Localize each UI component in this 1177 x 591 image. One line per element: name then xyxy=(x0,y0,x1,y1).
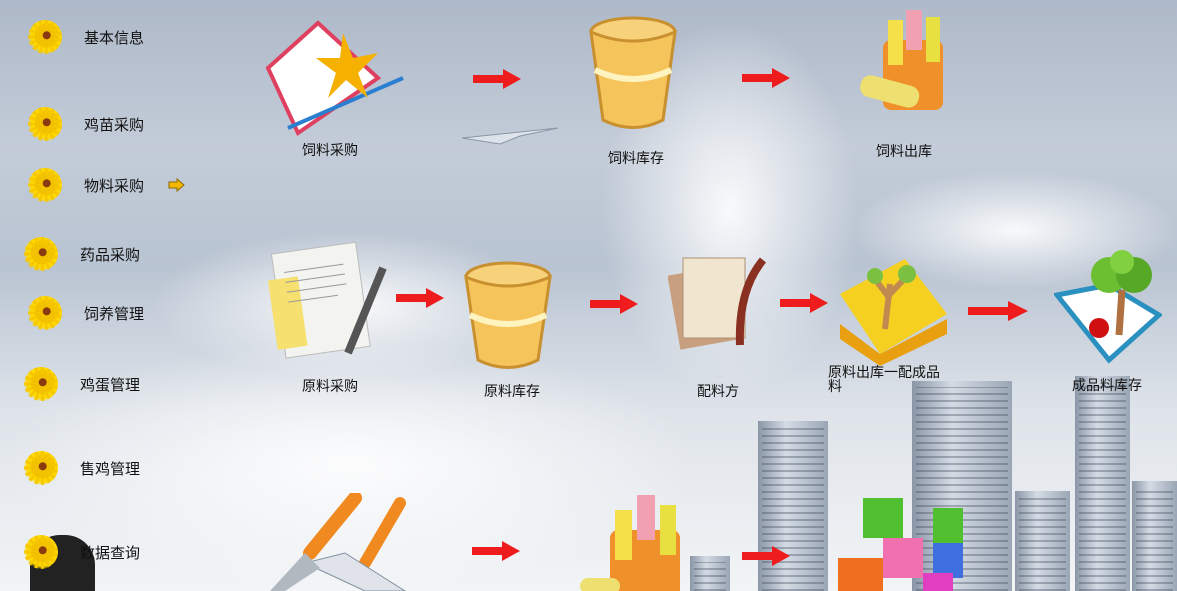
feed-purchase-book-icon[interactable] xyxy=(258,18,408,138)
building xyxy=(1015,491,1070,591)
raw-inventory-bucket-icon[interactable] xyxy=(460,255,565,373)
building xyxy=(1132,481,1177,591)
menu-item-medicine-purchase[interactable]: 药品采购 xyxy=(24,237,140,271)
sunflower-icon xyxy=(24,535,58,569)
flow-label: 饲料采购 xyxy=(302,143,358,159)
feed-outbound-scrolls-icon[interactable] xyxy=(858,5,953,123)
colored-cubes-icon[interactable] xyxy=(838,493,966,591)
menu-item-chick-purchase[interactable]: 鸡苗采购 xyxy=(28,107,144,141)
formula-papers-icon[interactable] xyxy=(668,250,772,350)
menu-item-breeding[interactable]: 饲养管理 xyxy=(28,296,144,330)
sunflower-icon xyxy=(28,296,62,330)
arrow-right-icon xyxy=(590,294,638,314)
product-inventory-tree-book-icon[interactable] xyxy=(1054,250,1162,366)
menu-label: 鸡苗采购 xyxy=(84,115,145,134)
menu-label: 鸡蛋管理 xyxy=(80,375,141,394)
flow-label: 成品料库存 xyxy=(1072,378,1142,394)
raw-purchase-document-icon[interactable] xyxy=(268,238,393,360)
sunflower-icon xyxy=(28,168,62,202)
sunflower-icon xyxy=(28,20,62,54)
arrow-right-icon xyxy=(742,546,790,566)
menu-item-data-query[interactable]: 数据查询 xyxy=(24,535,140,569)
sunflower-icon xyxy=(28,107,62,141)
menu-label: 数据查询 xyxy=(80,543,141,562)
menu-label: 饲养管理 xyxy=(84,304,145,323)
feed-inventory-bucket-icon[interactable] xyxy=(585,10,685,132)
airplane-icon xyxy=(461,127,559,145)
arrow-right-icon xyxy=(472,541,520,561)
flow-label: 原料库存 xyxy=(484,384,540,400)
building xyxy=(1075,376,1130,591)
flow-label: 配料方 xyxy=(697,384,739,400)
arrow-right-icon xyxy=(968,301,1028,321)
arrow-right-icon xyxy=(742,68,790,88)
menu-label: 药品采购 xyxy=(80,245,141,264)
cloud xyxy=(0,340,700,590)
arrow-right-icon xyxy=(780,293,828,313)
menu-item-chicken-sales[interactable]: 售鸡管理 xyxy=(24,451,140,485)
flow-label: 饲料库存 xyxy=(608,151,664,167)
sunflower-icon xyxy=(24,451,58,485)
menu-label: 售鸡管理 xyxy=(80,459,141,478)
menu-item-material-purchase[interactable]: 物料采购 xyxy=(28,168,186,202)
raw-outbound-book-icon[interactable] xyxy=(835,254,950,366)
paint-tools-icon[interactable] xyxy=(265,493,410,591)
flow-label: 饲料出库 xyxy=(876,144,932,160)
building xyxy=(758,421,828,591)
arrow-right-icon xyxy=(168,178,185,192)
menu-item-basic-info[interactable]: 基本信息 xyxy=(28,20,144,54)
flow-label: 原料出库一配成品料 xyxy=(828,365,940,395)
arrow-right-icon xyxy=(396,288,444,308)
scrolls-bucket-icon[interactable] xyxy=(580,490,692,591)
flow-label: 原料采购 xyxy=(302,379,358,395)
menu-label: 基本信息 xyxy=(84,28,145,47)
arrow-right-icon xyxy=(473,69,521,89)
menu-item-eggs[interactable]: 鸡蛋管理 xyxy=(24,367,140,401)
menu-label: 物料采购 xyxy=(84,176,145,195)
building xyxy=(690,556,730,591)
sunflower-icon xyxy=(24,367,58,401)
sunflower-icon xyxy=(24,237,58,271)
